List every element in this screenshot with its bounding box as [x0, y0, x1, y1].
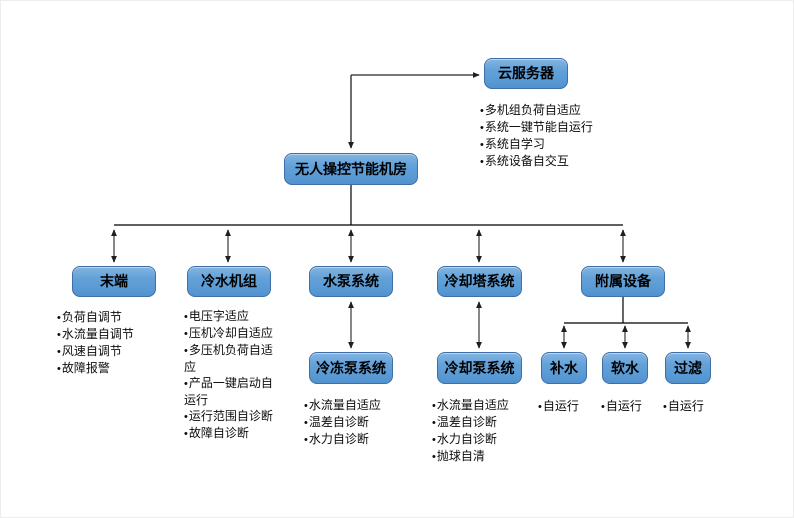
cooling-pump-feature-list: 水流量自适应 温差自诊断 水力自诊断 抛球自清: [432, 397, 542, 465]
node-cooling-tower-system[interactable]: 冷却塔系统: [437, 266, 522, 297]
node-chilled-pump-label: 冷冻泵系统: [316, 359, 386, 376]
node-terminal-label: 末端: [100, 273, 128, 290]
node-chiller-label: 冷水机组: [201, 273, 257, 290]
bullet-item: 运行范围自诊断: [184, 408, 281, 425]
node-makeup-water[interactable]: 补水: [541, 352, 587, 384]
bullet-item: 多压机负荷自适应: [184, 342, 281, 375]
node-auxiliary-label: 附属设备: [595, 273, 651, 290]
bullet-item: 电压字适应: [184, 308, 281, 325]
bullet-item: 多机组负荷自适应: [480, 102, 612, 119]
bullet-item: 温差自诊断: [432, 414, 542, 431]
node-terminal[interactable]: 末端: [72, 266, 156, 297]
bullet-item: 产品一键启动自运行: [184, 375, 281, 408]
bullet-item: 系统一键节能自运行: [480, 119, 612, 136]
node-cooling-pump-label: 冷却泵系统: [444, 359, 515, 376]
bullet-item: 负荷自调节: [57, 309, 153, 326]
bullet-item: 水力自诊断: [432, 431, 542, 448]
node-filter-label: 过滤: [674, 359, 702, 376]
node-cloud-server[interactable]: 云服务器: [484, 58, 568, 89]
bullet-item: 自运行: [601, 398, 653, 415]
bullet-item: 水流量自适应: [304, 397, 414, 414]
node-auxiliary-equipment[interactable]: 附属设备: [581, 266, 665, 297]
bullet-item: 自运行: [663, 398, 715, 415]
node-soft-water-label: 软水: [611, 359, 639, 376]
node-root-machine-room[interactable]: 无人操控节能机房: [284, 153, 418, 185]
filter-feature-list: 自运行: [663, 398, 715, 415]
node-pump-system-label: 水泵系统: [323, 273, 379, 290]
chiller-feature-list: 电压字适应 压机冷却自适应 多压机负荷自适应 产品一键启动自运行 运行范围自诊断…: [184, 308, 281, 442]
node-makeup-water-label: 补水: [550, 359, 578, 376]
node-filter[interactable]: 过滤: [665, 352, 711, 384]
bullet-item: 系统设备自交互: [480, 153, 612, 170]
soft-water-feature-list: 自运行: [601, 398, 653, 415]
chilled-pump-feature-list: 水流量自适应 温差自诊断 水力自诊断: [304, 397, 414, 448]
node-root-label: 无人操控节能机房: [295, 160, 407, 177]
node-cooling-pump-system[interactable]: 冷却泵系统: [437, 352, 522, 384]
node-cooling-tower-label: 冷却塔系统: [444, 273, 515, 290]
node-chilled-pump-system[interactable]: 冷冻泵系统: [309, 352, 393, 384]
cloud-server-feature-list: 多机组负荷自适应 系统一键节能自运行 系统自学习 系统设备自交互: [480, 102, 612, 170]
bullet-item: 故障报警: [57, 360, 153, 377]
bullet-item: 自运行: [538, 398, 590, 415]
makeup-water-feature-list: 自运行: [538, 398, 590, 415]
bullet-item: 温差自诊断: [304, 414, 414, 431]
terminal-feature-list: 负荷自调节 水流量自调节 风速自调节 故障报警: [57, 309, 153, 377]
bullet-item: 水力自诊断: [304, 431, 414, 448]
bullet-item: 系统自学习: [480, 136, 612, 153]
node-chiller-unit[interactable]: 冷水机组: [187, 266, 271, 297]
bullet-item: 压机冷却自适应: [184, 325, 281, 342]
bullet-item: 故障自诊断: [184, 425, 281, 442]
bullet-item: 水流量自适应: [432, 397, 542, 414]
bullet-item: 抛球自清: [432, 448, 542, 465]
bullet-item: 水流量自调节: [57, 326, 153, 343]
node-pump-system[interactable]: 水泵系统: [309, 266, 393, 297]
node-soft-water[interactable]: 软水: [602, 352, 648, 384]
bullet-item: 风速自调节: [57, 343, 153, 360]
node-cloud-server-label: 云服务器: [498, 65, 554, 82]
